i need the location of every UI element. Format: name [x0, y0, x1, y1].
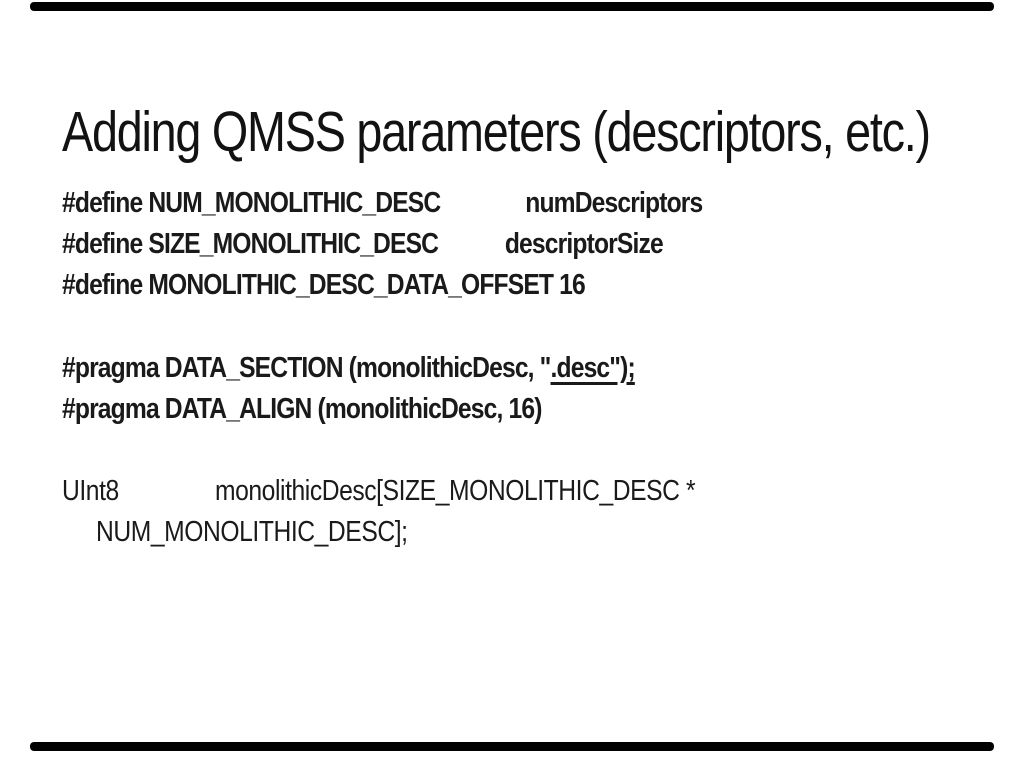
bottom-letterbox-bar — [30, 742, 994, 751]
decl-body: monolithicDesc[SIZE_MONOLITHIC_DESC * — [215, 475, 696, 507]
pragma1-underlined-desc: .desc"); — [550, 352, 636, 384]
define2-value: descriptorSize — [504, 228, 664, 260]
define2-label: #define SIZE_MONOLITHIC_DESC — [62, 228, 439, 260]
decl-wrap-text: NUM_MONOLITHIC_DESC]; — [96, 516, 408, 548]
define1-value: numDescriptors — [525, 187, 703, 219]
code-line-define-data-offset: #define MONOLITHIC_DESC_DATA_OFFSET 16 — [62, 268, 997, 303]
code-line-pragma-data-align: #pragma DATA_ALIGN (monolithicDesc, 16) — [62, 392, 997, 427]
slide-title: Adding QMSS parameters (descriptors, etc… — [62, 100, 931, 165]
pragma1-prefix: #pragma DATA_SECTION (monolithicDesc, " — [62, 352, 551, 384]
code-line-uint8-declaration-wrap: NUM_MONOLITHIC_DESC]; — [96, 515, 1024, 550]
code-line-define-num-monolithic-desc: #define NUM_MONOLITHIC_DESC numDescripto… — [62, 186, 997, 221]
code-line-pragma-data-section: #pragma DATA_SECTION (monolithicDesc, ".… — [62, 351, 997, 386]
code-line-define-size-monolithic-desc: #define SIZE_MONOLITHIC_DESC descriptorS… — [62, 227, 997, 262]
code-line-uint8-declaration: UInt8 monolithicDesc[SIZE_MONOLITHIC_DES… — [62, 474, 997, 509]
define1-label: #define NUM_MONOLITHIC_DESC — [62, 187, 441, 219]
pragma2-text: #pragma DATA_ALIGN (monolithicDesc, 16) — [62, 393, 542, 425]
top-letterbox-bar — [30, 2, 994, 11]
define3-text: #define MONOLITHIC_DESC_DATA_OFFSET 16 — [62, 269, 586, 301]
decl-type: UInt8 — [62, 475, 119, 507]
